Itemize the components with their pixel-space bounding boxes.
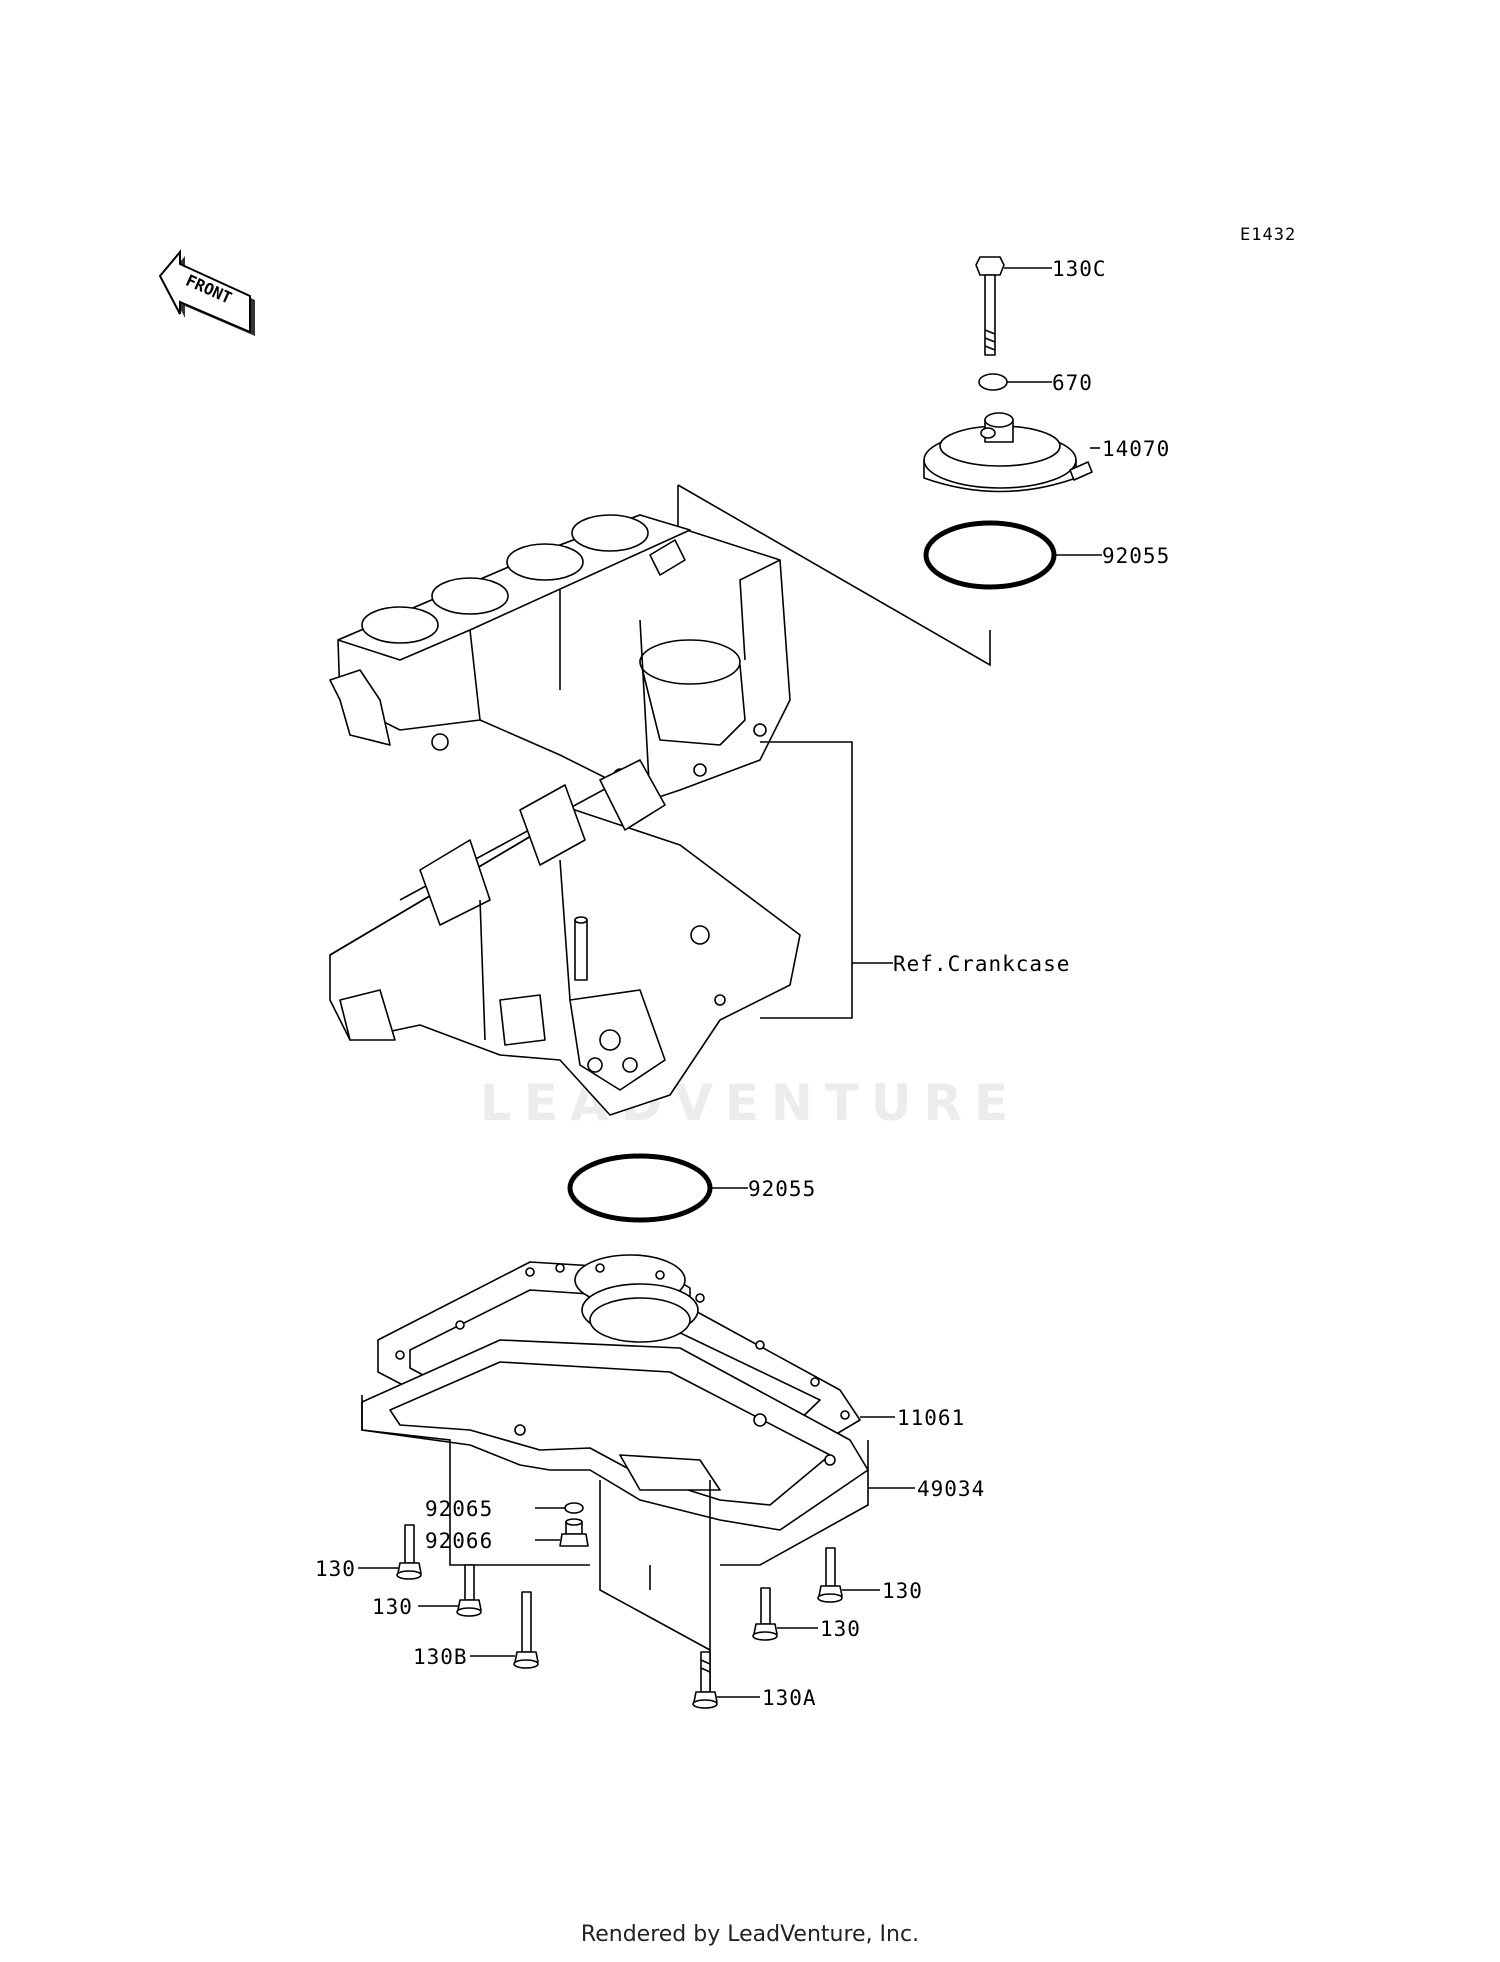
- callout-92055-top: 92055: [1102, 544, 1170, 568]
- callout-130a: 130A: [762, 1686, 817, 1710]
- oil-pan-49034-icon: [361, 1283, 869, 1531]
- callout-92055-bottom: 92055: [748, 1177, 816, 1201]
- callout-130-right-upper: 130: [882, 1579, 923, 1603]
- ref-line-b: [677, 484, 991, 667]
- cover-14070-icon: [923, 412, 1093, 493]
- bolt-130-right-upper-icon: [817, 1547, 843, 1603]
- pan-outline-a: [361, 1395, 590, 1566]
- callout-130-left-upper: 130: [315, 1557, 356, 1581]
- bolt-130-left-lower-icon: [456, 1564, 482, 1617]
- pan-outline-b: [720, 1440, 869, 1566]
- drain-plug-92066-icon: [559, 1518, 589, 1547]
- callout-130-right-lower: 130: [820, 1617, 861, 1641]
- callout-130b: 130B: [413, 1645, 468, 1669]
- bolt-130-left-upper-icon: [396, 1524, 422, 1580]
- bolt-130-right-lower-icon: [752, 1587, 778, 1641]
- bolt-130b-icon: [513, 1591, 539, 1669]
- callout-130c: 130C: [1052, 257, 1107, 281]
- upper-crankcase-icon: [329, 514, 791, 801]
- diagram-code: E1432: [1240, 225, 1296, 245]
- callout-92065: 92065: [425, 1497, 493, 1521]
- bolt-130c-icon: [975, 256, 1005, 356]
- watermark-text: LEADVENTURE: [480, 1074, 1020, 1132]
- washer-92065-icon: [564, 1502, 584, 1514]
- callout-49034: 49034: [917, 1477, 985, 1501]
- callout-670: 670: [1052, 371, 1093, 395]
- lower-crankcase-icon: [329, 759, 801, 1116]
- callout-92066: 92066: [425, 1529, 493, 1553]
- callout-130-left-lower: 130: [372, 1595, 413, 1619]
- footer-credit: Rendered by LeadVenture, Inc.: [580, 1922, 920, 1947]
- callout-14070: 14070: [1102, 437, 1170, 461]
- bolt-130a-icon: [692, 1651, 718, 1709]
- ref-bracket: [760, 741, 853, 1019]
- oring-92055-bottom-icon: [567, 1153, 713, 1223]
- callout-11061: 11061: [897, 1406, 965, 1430]
- oring-670-icon: [978, 373, 1008, 391]
- oring-92055-top-icon: [923, 520, 1057, 590]
- callout-ref-crankcase: Ref.Crankcase: [893, 952, 1070, 976]
- front-arrow-icon: FRONT: [158, 249, 255, 336]
